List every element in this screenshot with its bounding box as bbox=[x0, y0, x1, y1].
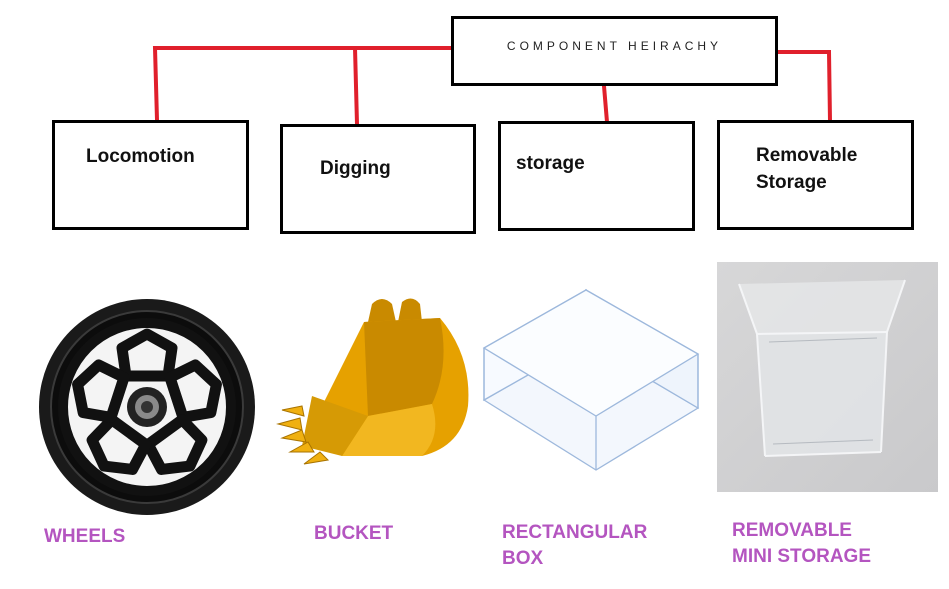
root-node-label: COMPONENT HEIRACHY bbox=[506, 39, 723, 53]
caption-rectangular-box: RECTANGULAR BOX bbox=[502, 520, 647, 572]
node-storage: storage bbox=[498, 121, 695, 231]
node-removable-storage-line-1: Removable bbox=[756, 145, 858, 166]
caption-wheels-line-1: WHEELS bbox=[44, 526, 126, 547]
connector-digging bbox=[352, 45, 360, 127]
caption-bucket-line-1: BUCKET bbox=[314, 523, 394, 544]
caption-bucket: BUCKET bbox=[314, 521, 393, 547]
wheel-image bbox=[39, 299, 255, 515]
removable-storage-photo bbox=[717, 262, 938, 492]
caption-removable-mini-storage-line-1: REMOVABLE bbox=[732, 520, 852, 541]
node-digging: Digging bbox=[280, 124, 476, 234]
node-storage-label: storage bbox=[516, 153, 585, 174]
caption-removable-mini-storage: REMOVABLE MINI STORAGE bbox=[732, 518, 871, 570]
caption-removable-mini-storage-line-2: MINI STORAGE bbox=[732, 546, 871, 567]
bucket-image bbox=[276, 298, 469, 465]
connector-locomotion bbox=[152, 46, 453, 123]
connector-storage bbox=[601, 83, 610, 125]
connector-removable-storage bbox=[776, 50, 833, 124]
root-node: COMPONENT HEIRACHY bbox=[451, 16, 778, 86]
node-removable-storage-label: Removable Storage bbox=[756, 142, 857, 196]
node-digging-label: Digging bbox=[320, 158, 391, 179]
caption-rectangular-box-line-2: BOX bbox=[502, 548, 544, 569]
node-locomotion: Locomotion bbox=[52, 120, 249, 230]
node-locomotion-label: Locomotion bbox=[86, 146, 195, 167]
caption-wheels: WHEELS bbox=[44, 524, 125, 550]
caption-rectangular-box-line-1: RECTANGULAR bbox=[502, 522, 648, 543]
rectangular-box-image bbox=[482, 288, 700, 471]
node-removable-storage: Removable Storage bbox=[717, 120, 914, 230]
node-removable-storage-line-2: Storage bbox=[756, 172, 827, 193]
